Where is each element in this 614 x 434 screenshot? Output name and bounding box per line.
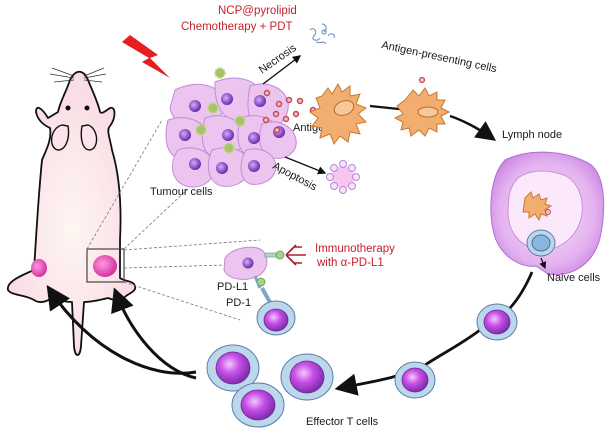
effector-to-tumour-arrow-2 xyxy=(111,287,197,380)
pd-l1-receptor xyxy=(253,250,285,289)
lymph-node-label: Lymph node xyxy=(502,129,562,141)
lymph-node xyxy=(490,151,605,276)
apoptotic-body-icon xyxy=(326,160,360,194)
tumour-cells-label: Tumour cells xyxy=(150,186,213,198)
mouse-eye-left xyxy=(65,105,71,111)
apoptosis-label: Apoptosis xyxy=(271,160,320,194)
pd-l1-tumour-cell xyxy=(223,246,268,280)
apoptosis-arrow xyxy=(284,156,327,175)
lymph-to-effector-arrow xyxy=(334,271,534,396)
anti-pd-l1-antibody-icon xyxy=(285,244,306,266)
pd-1-label: PD-1 xyxy=(226,297,251,309)
pd-1-t-cell xyxy=(256,287,296,336)
pd-l1-label: PD-L1 xyxy=(217,281,248,293)
whiskers-icon xyxy=(49,67,107,83)
necrosis-label: Necrosis xyxy=(257,42,299,77)
mouse xyxy=(7,67,137,356)
nanoparticles xyxy=(195,67,246,154)
activated-t-cell xyxy=(476,303,518,341)
tumour-spot-right xyxy=(93,255,117,277)
apc-label: Antigen-presenting cells xyxy=(380,39,498,75)
mouse-ear-left xyxy=(51,124,70,151)
activated-t-cell xyxy=(394,361,436,399)
effector-t-cell xyxy=(206,344,260,392)
tumour-zoom-box xyxy=(86,248,125,283)
mouse-ear-right xyxy=(80,124,98,151)
immunotherapy-label-line1: Immunotherapy xyxy=(315,243,395,255)
treatment-label-line1: NCP@pyrolipid xyxy=(218,5,297,17)
necrosis-arrow xyxy=(262,55,302,85)
tumour-spot-left xyxy=(31,259,47,277)
lightning-bolt-icon xyxy=(122,35,170,78)
mouse-eye-right xyxy=(84,105,90,111)
immunotherapy-label-line2: with α-PD-L1 xyxy=(316,257,384,269)
naive-cells-label: Naive cells xyxy=(547,272,601,284)
apc-to-lymph-arrow xyxy=(449,114,497,141)
apc-cell-1 xyxy=(308,82,368,146)
mouse-body xyxy=(7,70,137,356)
effector-t-cell xyxy=(280,353,334,401)
apc-cell-2 xyxy=(393,76,451,137)
treatment-label-line2: Chemotherapy + PDT xyxy=(181,21,293,33)
necrotic-debris-icon xyxy=(309,23,335,45)
effector-t-cells-label: Effector T cells xyxy=(306,416,379,428)
effector-t-cell xyxy=(231,382,285,428)
naive-arrow xyxy=(539,257,547,270)
